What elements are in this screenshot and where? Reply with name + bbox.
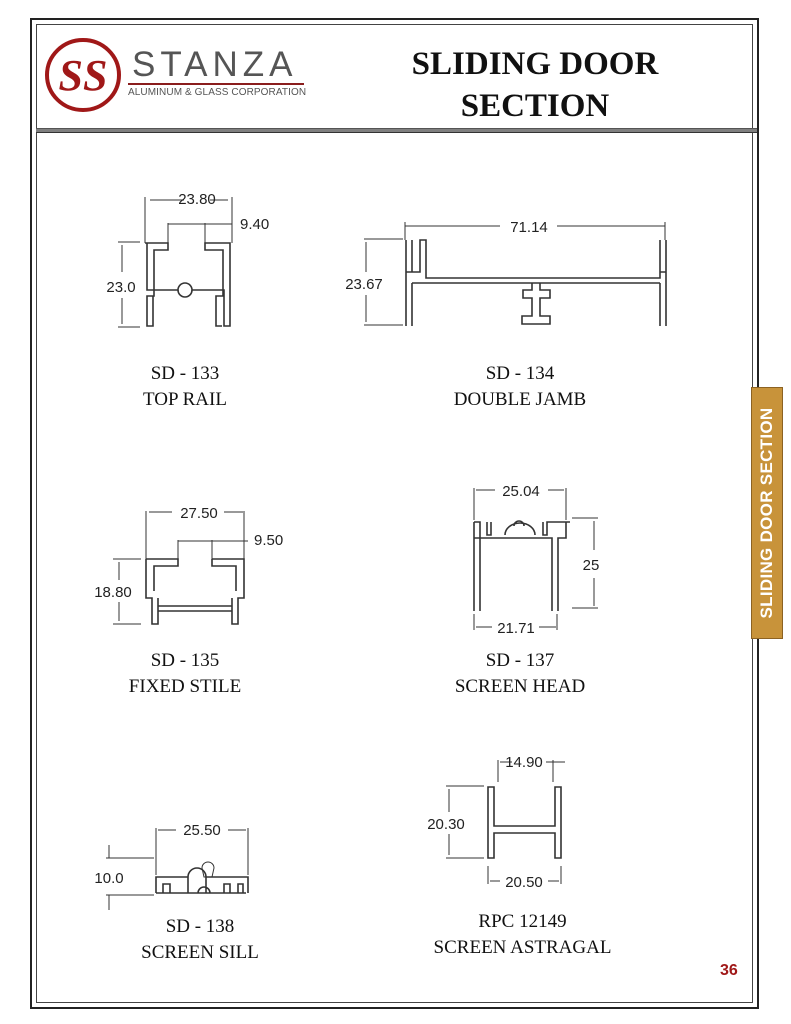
stanza-logo: SS bbox=[45, 38, 121, 112]
section-name: TOP RAIL bbox=[143, 389, 227, 410]
dim-rpc-bottom: 20.50 bbox=[505, 874, 543, 891]
section-code: SD - 138 bbox=[165, 916, 235, 937]
title-line-2: SECTION bbox=[460, 88, 610, 124]
drawing-sd-135: 27.50 9.50 18.80 bbox=[94, 505, 283, 625]
drawing-sd-137: 25.04 25 21.71 bbox=[473, 483, 600, 637]
dim-rpc-top: 14.90 bbox=[505, 754, 543, 771]
page-title: SLIDING DOOR SECTION bbox=[380, 43, 690, 127]
drawing-sd-133: 23.80 9.40 23.0 bbox=[106, 191, 269, 328]
section-code: SD - 135 bbox=[150, 650, 220, 671]
side-section-tab: SLIDING DOOR SECTION bbox=[751, 387, 783, 639]
dim-sd137-top: 25.04 bbox=[502, 483, 540, 500]
section-code: RPC 12149 bbox=[478, 911, 567, 932]
dim-sd134-height: 23.67 bbox=[345, 276, 383, 293]
section-code: SD - 133 bbox=[150, 363, 220, 384]
drawing-rpc-12149: 14.90 20.30 20.50 bbox=[427, 754, 565, 891]
drawing-sd-134: 71.14 23.67 bbox=[345, 219, 667, 326]
section-name: DOUBLE JAMB bbox=[453, 389, 587, 410]
page-number: 36 bbox=[720, 962, 738, 979]
dim-sd135-width: 27.50 bbox=[180, 505, 218, 522]
caption-sd-133: SD - 133 TOP RAIL bbox=[110, 361, 260, 413]
caption-rpc-12149: RPC 12149 SCREEN ASTRAGAL bbox=[410, 909, 635, 961]
caption-sd-134: SD - 134 DOUBLE JAMB bbox=[420, 361, 620, 413]
logo-monogram: SS bbox=[59, 51, 108, 100]
drawing-sd-138: 25.50 10.0 bbox=[94, 822, 249, 910]
section-name: SCREEN HEAD bbox=[454, 676, 586, 697]
dim-sd133-height: 23.0 bbox=[106, 279, 135, 296]
brand-name: STANZA bbox=[132, 45, 298, 84]
dim-sd135-height: 18.80 bbox=[94, 584, 132, 601]
title-line-1: SLIDING DOOR bbox=[411, 46, 659, 82]
section-name: FIXED STILE bbox=[128, 676, 242, 697]
dim-sd135-slot: 9.50 bbox=[254, 532, 283, 549]
section-code: SD - 137 bbox=[485, 650, 555, 671]
dim-rpc-height: 20.30 bbox=[427, 816, 465, 833]
caption-sd-138: SD - 138 SCREEN SILL bbox=[110, 914, 290, 966]
caption-sd-137: SD - 137 SCREEN HEAD bbox=[420, 648, 620, 700]
brand-underline bbox=[128, 83, 304, 85]
brand-subtitle: ALUMINUM & GLASS CORPORATION bbox=[128, 87, 307, 98]
dim-sd133-slot: 9.40 bbox=[240, 216, 269, 233]
dim-sd137-bottom: 21.71 bbox=[497, 620, 535, 637]
dim-sd133-width: 23.80 bbox=[178, 191, 216, 208]
dim-sd138-height: 10.0 bbox=[94, 870, 123, 887]
dim-sd138-width: 25.50 bbox=[183, 822, 221, 839]
dim-sd137-height: 25 bbox=[583, 557, 600, 574]
section-code: SD - 134 bbox=[485, 363, 555, 384]
caption-sd-135: SD - 135 FIXED STILE bbox=[110, 648, 260, 700]
header-divider bbox=[36, 128, 757, 133]
dim-sd134-width: 71.14 bbox=[510, 219, 548, 236]
section-name: SCREEN SILL bbox=[141, 942, 259, 963]
section-name: SCREEN ASTRAGAL bbox=[433, 937, 612, 958]
